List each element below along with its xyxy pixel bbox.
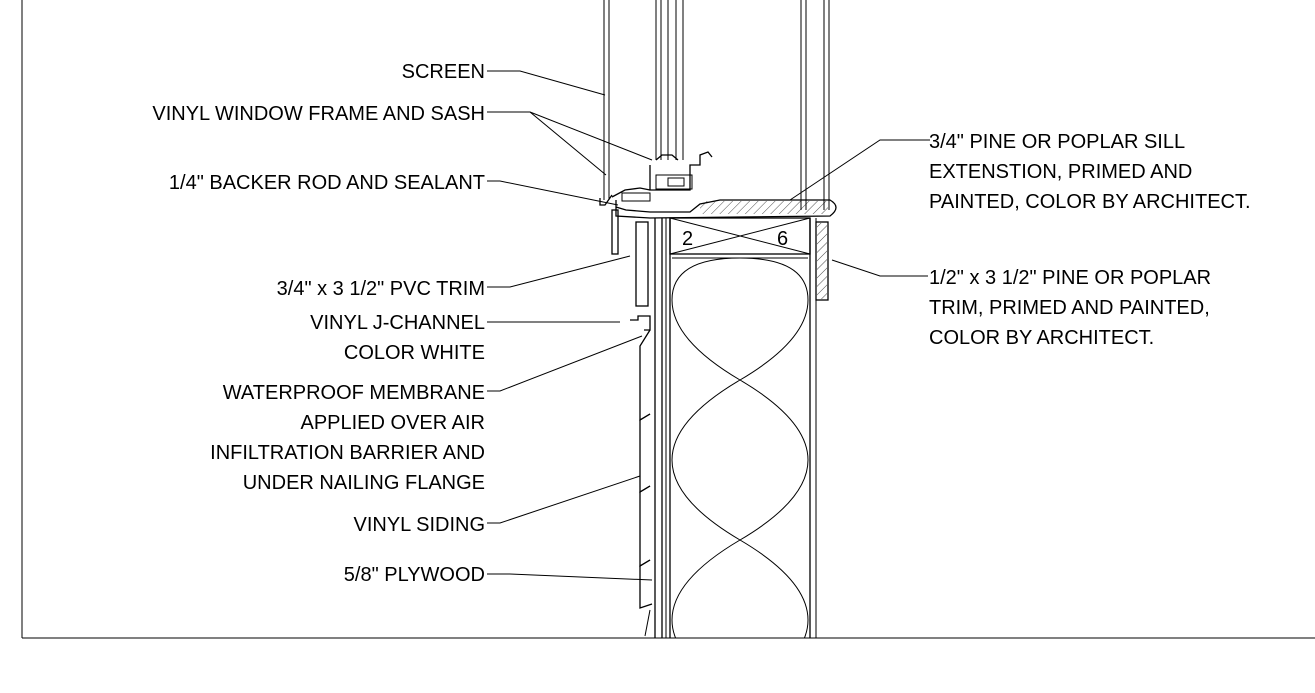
lumber-size-left: 2 bbox=[682, 228, 693, 250]
two-by-six-sill-plate: 2 6 bbox=[669, 217, 811, 255]
label-j-channel-color: COLOR WHITE bbox=[344, 342, 485, 364]
label-screen: SCREEN bbox=[402, 61, 485, 83]
label-interior-trim-3: COLOR BY ARCHITECT. bbox=[929, 327, 1154, 349]
vinyl-siding bbox=[639, 329, 653, 637]
label-j-channel: VINYL J-CHANNEL bbox=[310, 312, 485, 334]
lumber-size-right: 6 bbox=[777, 228, 788, 250]
interior-trim bbox=[815, 221, 829, 301]
pvc-exterior-trim bbox=[611, 209, 649, 307]
vinyl-window-frame bbox=[599, 151, 713, 206]
label-window-frame: VINYL WINDOW FRAME AND SASH bbox=[152, 103, 485, 125]
wall-cavity bbox=[665, 218, 817, 638]
label-backer-rod: 1/4" BACKER ROD AND SEALANT bbox=[169, 172, 485, 194]
label-membrane-4: UNDER NAILING FLANGE bbox=[243, 472, 485, 494]
label-membrane-1: WATERPROOF MEMBRANE bbox=[223, 382, 485, 404]
label-sill-extension-2: EXTENSTION, PRIMED AND bbox=[929, 161, 1192, 183]
vinyl-j-channel bbox=[630, 315, 651, 331]
batt-insulation bbox=[671, 257, 809, 638]
leader-lines-right bbox=[789, 139, 930, 277]
window-glazing-lines bbox=[603, 0, 830, 210]
label-pvc-trim: 3/4" x 3 1/2" PVC TRIM bbox=[277, 278, 485, 300]
labels-left: SCREEN VINYL WINDOW FRAME AND SASH 1/4" … bbox=[152, 61, 485, 586]
label-sill-extension-3: PAINTED, COLOR BY ARCHITECT. bbox=[929, 191, 1251, 213]
label-membrane-3: INFILTRATION BARRIER AND bbox=[210, 442, 485, 464]
label-interior-trim-2: TRIM, PRIMED AND PAINTED, bbox=[929, 297, 1210, 319]
label-sill-extension-1: 3/4" PINE OR POPLAR SILL bbox=[929, 131, 1185, 153]
label-plywood: 5/8" PLYWOOD bbox=[344, 564, 485, 586]
sill-extension bbox=[615, 199, 837, 219]
leader-lines-left bbox=[487, 70, 653, 581]
label-interior-trim-1: 1/2" x 3 1/2" PINE OR POPLAR bbox=[929, 267, 1211, 289]
label-vinyl-siding: VINYL SIDING bbox=[353, 514, 485, 536]
labels-right: 3/4" PINE OR POPLAR SILL EXTENSTION, PRI… bbox=[929, 131, 1251, 349]
label-membrane-2: APPLIED OVER AIR bbox=[300, 412, 485, 434]
drawing-border bbox=[21, 0, 1315, 639]
plywood-sheathing bbox=[654, 218, 663, 638]
